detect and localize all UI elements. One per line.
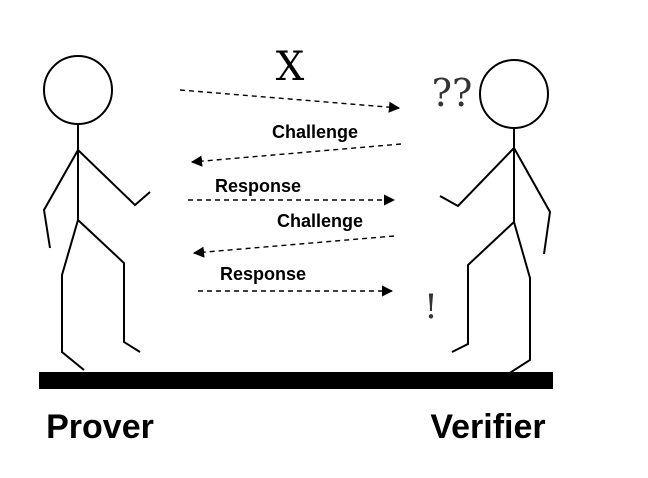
- verifier-exclamation-symbol: !: [424, 287, 438, 327]
- secret-arrow: [179, 89, 401, 113]
- challenge-arrow-1: [190, 143, 402, 167]
- verifier-figure: [439, 59, 552, 375]
- message-label-response-1: Response: [215, 176, 301, 196]
- verifier-label: Verifier: [430, 408, 545, 446]
- message-label-challenge-2: Challenge: [277, 211, 363, 231]
- ground-bar: [39, 372, 553, 389]
- verifier-question-symbol: ??: [432, 71, 473, 115]
- verifier-right-arm: [513, 147, 552, 255]
- prover-left-leg: [61, 219, 85, 371]
- prover-figure: [42, 55, 151, 371]
- prover-label: Prover: [46, 408, 154, 446]
- message-label-challenge-1: Challenge: [272, 122, 358, 142]
- message-label-response-2: Response: [220, 264, 306, 284]
- message-arrows: [179, 89, 402, 297]
- prover-head: [43, 55, 113, 125]
- prover-left-arm: [42, 149, 79, 249]
- verifier-head: [479, 59, 549, 129]
- verifier-right-leg: [507, 221, 531, 375]
- verifier-left-arm: [439, 147, 515, 208]
- challenge-arrow-2: [192, 235, 395, 258]
- prover-right-arm: [77, 149, 151, 207]
- verifier-left-leg: [451, 221, 515, 353]
- prover-right-leg: [77, 219, 141, 353]
- secret-x-symbol: X: [276, 44, 305, 90]
